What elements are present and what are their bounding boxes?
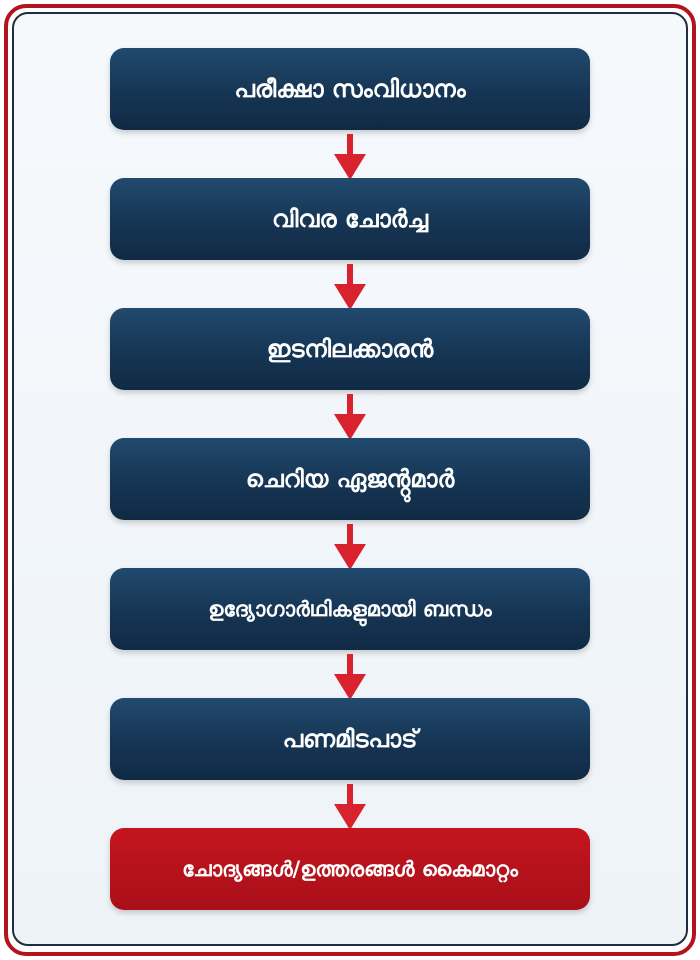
flow-step-label: പണമിടപാട് xyxy=(282,725,418,753)
flow-arrow-down-icon xyxy=(334,264,366,310)
flow-arrow-down-icon xyxy=(334,784,366,830)
flow-step-candidate-contact: ഉദ്യോഗാർഥികളുമായി ബന്ധം xyxy=(110,568,590,650)
flow-step-label: പരീക്ഷാ സംവിധാനം xyxy=(234,75,466,103)
flow-arrow-down-icon xyxy=(334,654,366,700)
flow-step-exam-system: പരീക്ഷാ സംവിധാനം xyxy=(110,48,590,130)
flow-arrow-down-icon xyxy=(334,524,366,570)
flow-step-small-agents: ചെറിയ ഏജൻ്റുമാർ xyxy=(110,438,590,520)
flow-step-middleman: ഇടനിലക്കാരൻ xyxy=(110,308,590,390)
flow-arrow-down-icon xyxy=(334,394,366,440)
flow-step-label: വിവര ചോർച്ച xyxy=(272,205,428,233)
flow-step-label: ഉദ്യോഗാർഥികളുമായി ബന്ധം xyxy=(208,596,492,621)
flow-step-qa-exchange: ചോദ്യങ്ങൾ/ഉത്തരങ്ങൾ കൈമാറ്റം xyxy=(110,828,590,910)
flow-step-label: ചോദ്യങ്ങൾ/ഉത്തരങ്ങൾ കൈമാറ്റം xyxy=(182,856,518,881)
flow-arrow-down-icon xyxy=(334,134,366,180)
flow-step-money-transaction: പണമിടപാട് xyxy=(110,698,590,780)
flow-step-label: ചെറിയ ഏജൻ്റുമാർ xyxy=(245,465,455,493)
flow-step-info-leak: വിവര ചോർച്ച xyxy=(110,178,590,260)
flow-step-label: ഇടനിലക്കാരൻ xyxy=(266,335,434,363)
